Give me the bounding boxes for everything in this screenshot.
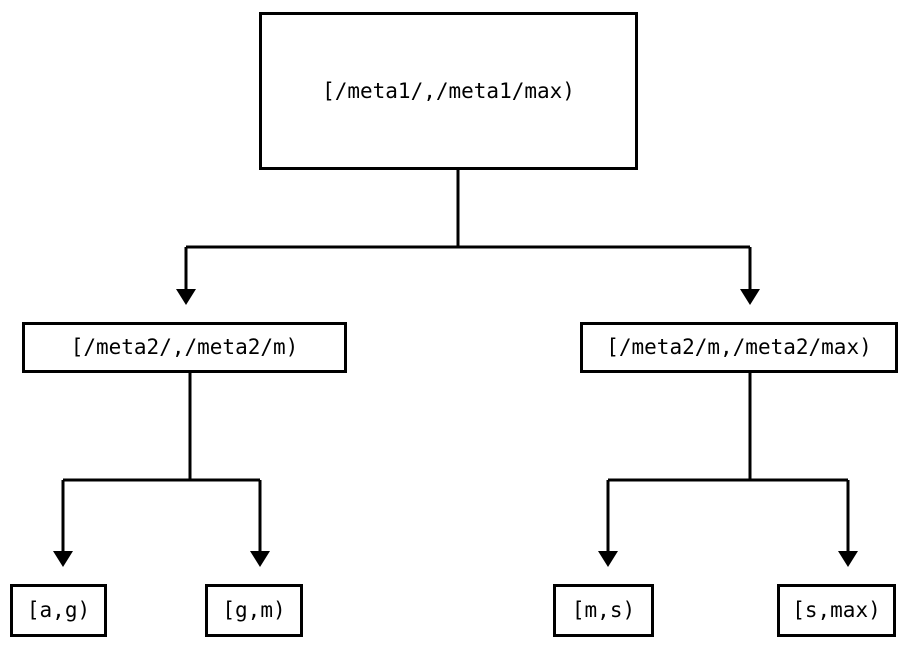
node-leaf-4: [s,max) bbox=[777, 584, 896, 637]
edge-root-to-mid-left-and-right bbox=[184, 170, 752, 289]
node-leaf-1-label: [a,g) bbox=[26, 598, 91, 622]
node-leaf-1: [a,g) bbox=[10, 584, 107, 637]
edge-mid-left-to-leaves bbox=[61, 373, 262, 551]
arrowhead-to-mid-right bbox=[740, 289, 760, 305]
node-mid-right-label: [/meta2/m,/meta2/max) bbox=[606, 335, 872, 359]
node-root-label: [/meta1/,/meta1/max) bbox=[322, 78, 575, 103]
node-mid-left: [/meta2/,/meta2/m) bbox=[22, 322, 347, 373]
arrowhead-to-leaf-3 bbox=[598, 551, 618, 567]
node-leaf-3: [m,s) bbox=[553, 584, 654, 637]
arrowhead-to-leaf-1 bbox=[53, 551, 73, 567]
node-leaf-3-label: [m,s) bbox=[571, 598, 636, 622]
node-root: [/meta1/,/meta1/max) bbox=[259, 12, 638, 170]
node-leaf-4-label: [s,max) bbox=[792, 598, 881, 622]
node-mid-right: [/meta2/m,/meta2/max) bbox=[580, 322, 898, 373]
node-mid-left-label: [/meta2/,/meta2/m) bbox=[70, 335, 299, 359]
arrowhead-to-leaf-2 bbox=[250, 551, 270, 567]
node-leaf-2: [g,m) bbox=[205, 584, 303, 637]
arrowhead-to-leaf-4 bbox=[838, 551, 858, 567]
edge-mid-right-to-leaves bbox=[606, 373, 850, 551]
arrowhead-to-mid-left bbox=[176, 289, 196, 305]
node-leaf-2-label: [g,m) bbox=[222, 598, 286, 622]
